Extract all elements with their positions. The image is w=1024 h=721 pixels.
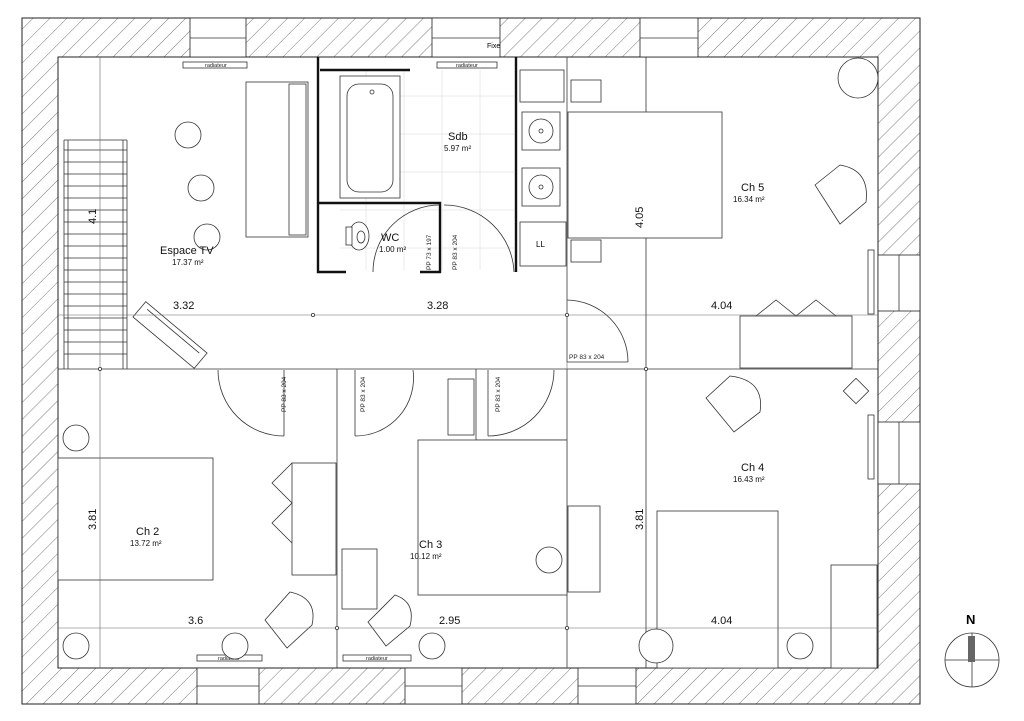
room-area-ch5: 16.34 m² [733, 195, 765, 204]
radiator-label: radiateur [205, 63, 227, 69]
furniture-ch3 [341, 378, 601, 660]
room-area-espace-tv: 17.37 m² [172, 258, 204, 267]
radiator-label: radiateur [366, 656, 388, 662]
radiator-label: radiateur [218, 656, 240, 662]
room-name-ch5: Ch 5 [741, 182, 764, 194]
room-area-sdb: 5.97 m² [444, 144, 471, 153]
dim-bottom-1: 3.6 [188, 615, 203, 627]
furniture-ch4 [638, 375, 878, 669]
door-label-ch2: PP 83 x 204 [281, 376, 288, 412]
room-name-ch2: Ch 2 [136, 526, 159, 538]
dim-top-2: 3.28 [427, 300, 448, 312]
room-area-ch4: 16.43 m² [733, 475, 765, 484]
room-area-wc: 1.00 m² [379, 245, 406, 254]
door-label-ch3a: PP 83 x 204 [360, 376, 367, 412]
dimension-lines [58, 57, 878, 668]
dim-top-1: 3.32 [173, 300, 194, 312]
furniture-ch5 [567, 57, 879, 369]
room-name-sdb: Sdb [448, 131, 468, 143]
door-labels: PP 73 x 197 PP 83 x 204 PP 83 x 204 PP 8… [281, 234, 605, 412]
dim-mid-lower: 3.81 [634, 509, 646, 530]
radiator-label: radiateur [456, 63, 478, 69]
north-arrow: N [944, 612, 1000, 688]
door-label-wc: PP 73 x 197 [426, 234, 433, 270]
room-area-ch3: 10.12 m² [410, 552, 442, 561]
door-label-ch3b: PP 83 x 204 [495, 376, 502, 412]
room-name-ch4: Ch 4 [741, 462, 764, 474]
north-needle-icon [968, 636, 975, 662]
fixe-label: Fixe [487, 43, 500, 50]
ll-label: LL [536, 240, 545, 249]
dim-bottom-3: 4.04 [711, 615, 732, 627]
furniture-espace-tv [64, 81, 309, 369]
furniture-ch2 [57, 424, 337, 660]
room-name-espace-tv: Espace TV [160, 245, 214, 257]
dimension-labels: 3.32 3.28 4.04 3.6 2.95 4.04 4.1 3.81 4.… [87, 207, 732, 627]
bathroom-block: LL Fixe [316, 43, 567, 274]
dim-left-lower: 3.81 [87, 509, 99, 530]
dim-top-3: 4.04 [711, 300, 732, 312]
door-label-ch5: PP 83 x 204 [569, 354, 605, 361]
north-label: N [966, 612, 975, 627]
room-name-ch3: Ch 3 [419, 539, 442, 551]
room-name-wc: WC [381, 232, 399, 244]
windows [189, 17, 921, 705]
door-swings [217, 299, 629, 437]
dim-bottom-2: 2.95 [439, 615, 460, 627]
door-label-sdb: PP 83 x 204 [452, 234, 459, 270]
dim-mid-upper: 4.05 [634, 207, 646, 228]
stair-ladder [64, 140, 127, 369]
dim-left-upper: 4.1 [87, 209, 99, 224]
room-labels: Espace TV 17.37 m² Sdb 5.97 m² WC 1.00 m… [130, 131, 765, 561]
room-area-ch2: 13.72 m² [130, 539, 162, 548]
